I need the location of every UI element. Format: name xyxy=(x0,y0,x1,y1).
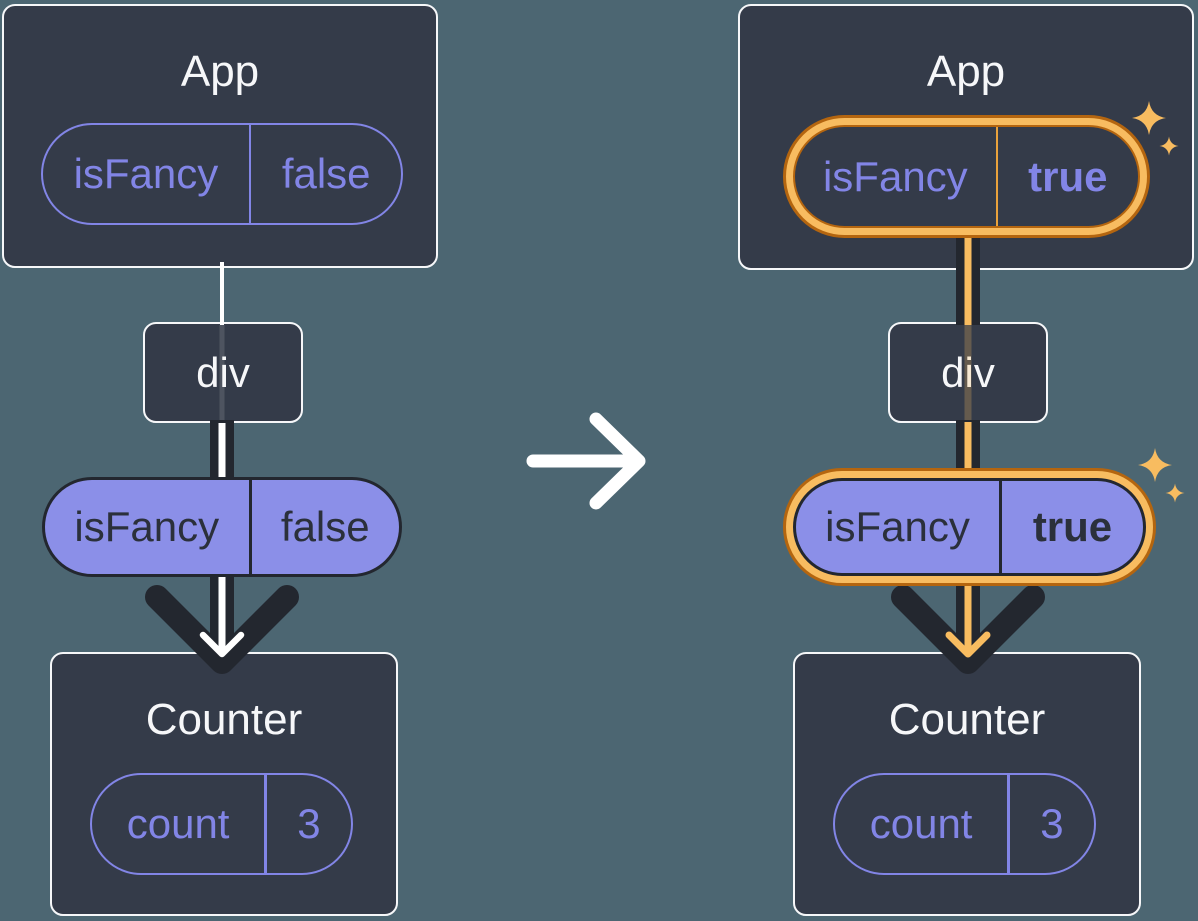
state-key: count xyxy=(126,800,230,847)
prop-key: isFancy xyxy=(822,152,968,200)
before-div-title: div xyxy=(196,348,250,396)
after-app-prop-pill: isFancy true xyxy=(793,125,1140,228)
prop-key: isFancy xyxy=(74,503,220,550)
after-div-title: div xyxy=(941,348,995,396)
prop-value: false xyxy=(280,503,370,550)
before-app-prop-pill: isFancy false xyxy=(41,123,403,225)
state-value: 3 xyxy=(297,800,321,847)
after-passed-prop-pill: isFancy true xyxy=(793,478,1146,576)
pill-divider xyxy=(248,125,252,223)
after-counter-title: Counter xyxy=(888,695,1046,744)
prop-key: isFancy xyxy=(825,503,970,550)
before-count-state-pill: count 3 xyxy=(90,773,353,875)
before-div-box: div xyxy=(143,322,303,423)
prop-key: isFancy xyxy=(73,150,219,197)
state-value: 3 xyxy=(1040,800,1064,847)
state-key: count xyxy=(869,800,973,847)
prop-value: true xyxy=(1032,503,1113,550)
after-div-box: div xyxy=(888,322,1048,423)
pill-divider xyxy=(995,127,998,226)
before-counter-title: Counter xyxy=(145,695,303,744)
after-app-prop-highlight-ring: isFancy true xyxy=(783,115,1150,238)
before-app-title: App xyxy=(180,47,260,96)
prop-value: false xyxy=(281,150,371,197)
after-app-title: App xyxy=(926,47,1006,96)
arrow-right-icon xyxy=(526,412,646,510)
pill-divider xyxy=(248,480,252,574)
pill-divider xyxy=(998,481,1002,573)
before-passed-prop-pill: isFancy false xyxy=(42,477,402,577)
pill-divider xyxy=(264,775,267,873)
after-count-state-pill: count 3 xyxy=(833,773,1096,875)
pill-divider xyxy=(1007,775,1010,873)
prop-value: true xyxy=(1028,152,1108,200)
after-passed-prop-highlight-ring: isFancy true xyxy=(783,468,1156,586)
